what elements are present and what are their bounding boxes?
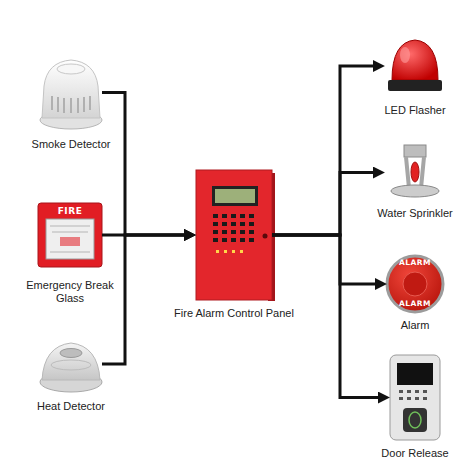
fingerprint-mark xyxy=(409,412,421,428)
door-release-illustration xyxy=(390,355,440,440)
panel-leds xyxy=(216,250,243,253)
bell-center xyxy=(403,272,427,296)
detector-sensor xyxy=(60,349,82,358)
device-marking: FIRE xyxy=(38,206,102,217)
signal-connector xyxy=(102,235,188,364)
break-glass-pane xyxy=(46,219,94,259)
device-label: Smoke Detector xyxy=(16,138,126,151)
panel-keypad xyxy=(213,214,254,242)
device-marking: ALARM xyxy=(387,299,443,309)
reader-keys xyxy=(399,390,427,400)
reader-screen xyxy=(397,363,433,385)
panel-bezel xyxy=(212,186,258,206)
reader-body xyxy=(390,355,440,440)
device-node: Heat Detector xyxy=(40,335,102,393)
device-label: Door Release xyxy=(365,447,465,460)
break-glass-housing xyxy=(38,203,102,267)
smoke-detector-illustration xyxy=(40,60,102,129)
device-node: Smoke Detector xyxy=(40,55,102,130)
device-node: Fire Alarm Control Panel xyxy=(196,170,272,300)
device-node: ALARMALARMAlarm xyxy=(387,253,443,315)
signal-connector xyxy=(102,93,188,236)
alarm-bell-illustration xyxy=(387,256,443,312)
device-label: LED Flasher xyxy=(365,104,465,117)
signal-connector xyxy=(272,66,377,235)
connector-layer xyxy=(102,66,382,398)
flasher-base xyxy=(388,80,442,91)
heat-detector-illustration xyxy=(40,343,102,392)
panel-lock xyxy=(263,234,268,239)
led-flasher-illustration xyxy=(388,40,442,91)
detector-dome xyxy=(42,343,100,380)
sprinkler-frame xyxy=(406,157,424,188)
break-glass-illustration xyxy=(38,203,102,267)
control-panel-illustration xyxy=(196,170,275,301)
panel-display xyxy=(215,189,255,203)
device-label: Heat Detector xyxy=(16,400,126,413)
sprinkler-bulb xyxy=(411,162,419,182)
sprinkler-illustration xyxy=(391,145,439,197)
device-label: Fire Alarm Control Panel xyxy=(154,307,314,320)
detector-body xyxy=(42,60,100,118)
device-node: Door Release xyxy=(390,355,440,440)
flasher-dome xyxy=(392,40,438,80)
fingerprint-pad xyxy=(403,408,427,432)
bell-body xyxy=(387,256,443,312)
sprinkler-thread xyxy=(404,145,426,157)
device-label: Water Sprinkler xyxy=(365,207,465,220)
device-node: Water Sprinkler xyxy=(385,145,445,200)
sprinkler-deflector xyxy=(391,185,439,197)
break-glass-marks xyxy=(50,226,90,252)
break-glass-sign xyxy=(60,237,80,246)
detector-ring xyxy=(51,360,91,370)
signal-connector xyxy=(272,173,377,236)
device-label: Alarm xyxy=(365,319,465,332)
detector-vents xyxy=(52,96,90,113)
device-node: LED Flasher xyxy=(385,40,445,92)
panel-cabinet xyxy=(196,170,272,300)
device-label: Emergency Break Glass xyxy=(20,279,120,305)
signal-connector xyxy=(272,235,379,284)
device-node: FIREEmergency Break Glass xyxy=(38,203,102,267)
flasher-highlight xyxy=(400,47,410,63)
detector-cap xyxy=(57,64,85,74)
device-marking: ALARM xyxy=(387,258,443,268)
